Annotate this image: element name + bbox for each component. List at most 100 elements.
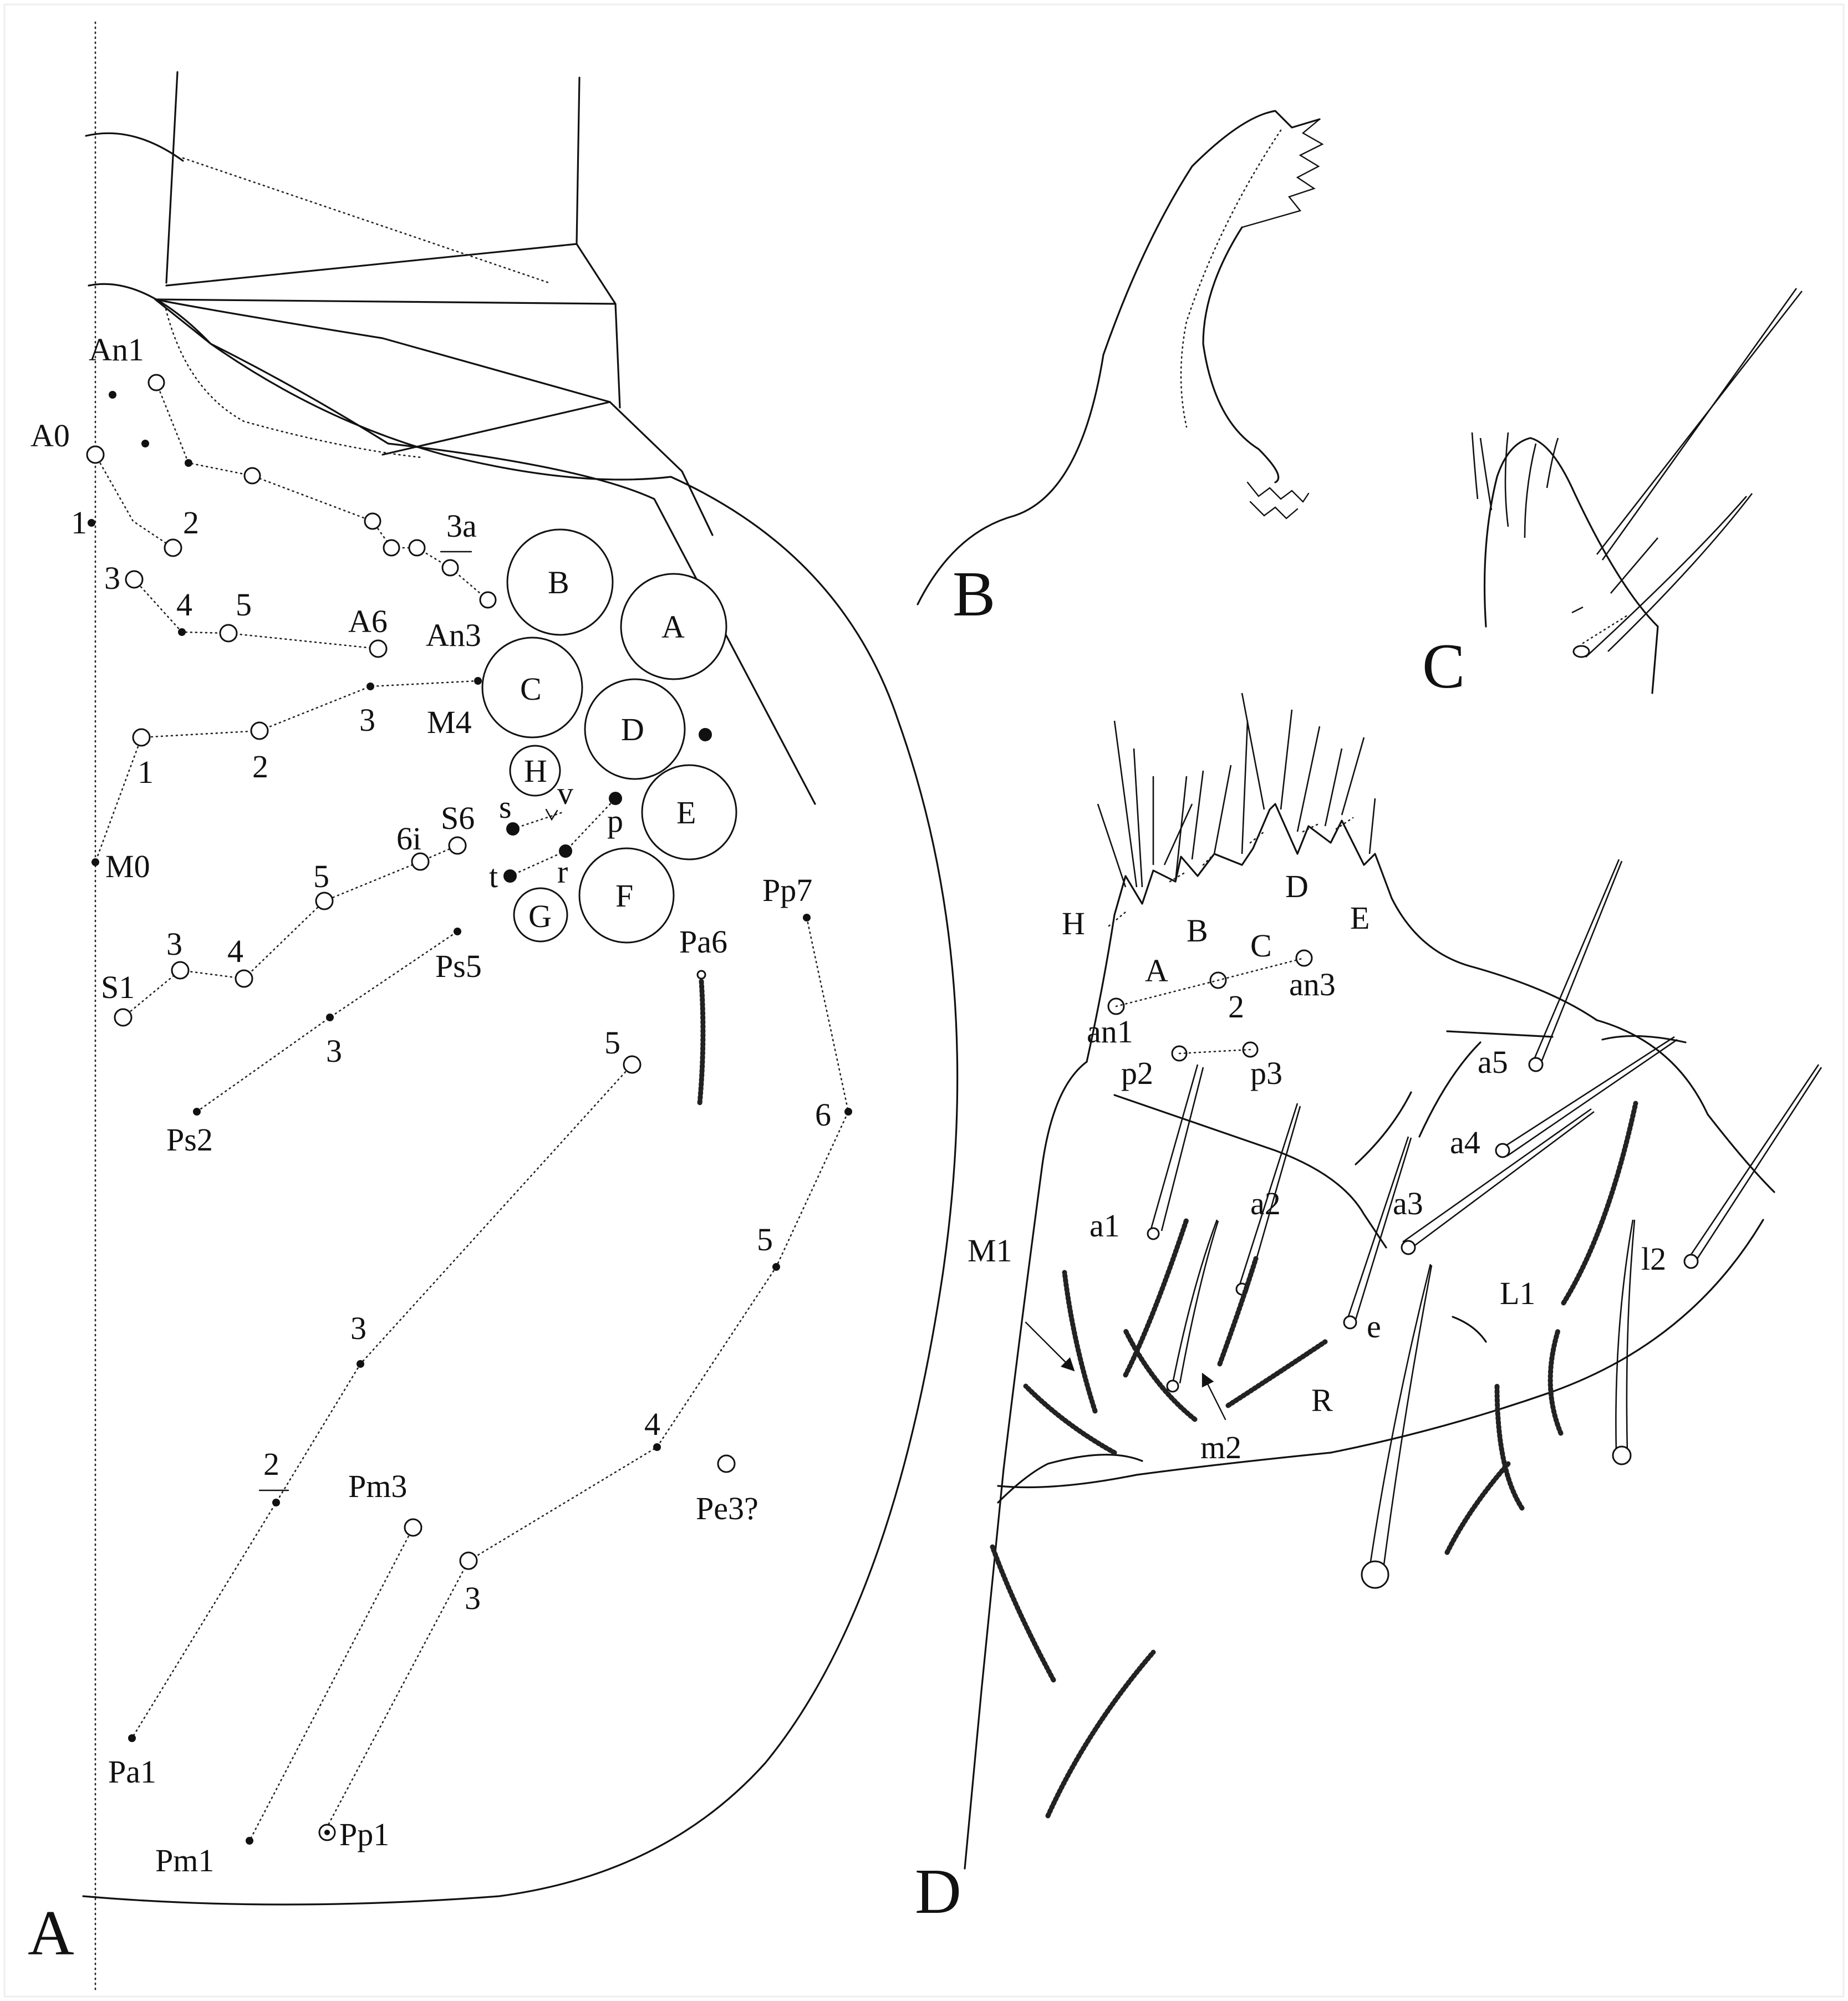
label-pp-4: 4 bbox=[644, 1406, 660, 1442]
label-pa6: Pa6 bbox=[679, 924, 727, 960]
eye-f bbox=[578, 847, 675, 944]
label-s-3: 3 bbox=[166, 926, 182, 962]
label-m2: m2 bbox=[1200, 1429, 1241, 1465]
seta-s bbox=[506, 822, 520, 836]
label-s6: S6 bbox=[441, 800, 475, 836]
label-ps-3: 3 bbox=[326, 1033, 342, 1069]
labels-a: An1 A0 1 2 3 4 5 A6 3a An3 M4 3 2 1 M0 S… bbox=[28, 332, 831, 1969]
seta-ring bbox=[243, 467, 261, 485]
seta-pp5 bbox=[772, 1263, 780, 1271]
label-pp-6: 6 bbox=[815, 1097, 831, 1133]
seta-m4 bbox=[474, 677, 482, 685]
seta-an3-d bbox=[1295, 949, 1313, 967]
seta-a1 bbox=[88, 519, 95, 527]
label-s1: S1 bbox=[101, 969, 135, 1005]
label-pp-3: 3 bbox=[465, 1580, 481, 1616]
eye-a bbox=[620, 573, 727, 680]
label-a5: a5 bbox=[1478, 1044, 1508, 1080]
panel-b-mandible: B bbox=[917, 110, 1324, 630]
seta-pa6 bbox=[696, 970, 706, 980]
label-s: s bbox=[499, 789, 512, 825]
label-r-d: R bbox=[1311, 1382, 1333, 1418]
seta-eye-dot bbox=[699, 728, 712, 741]
eye-g bbox=[513, 887, 568, 943]
seta-r bbox=[559, 844, 572, 858]
seta-pp1-core bbox=[324, 1830, 330, 1835]
label-d-h: H bbox=[1062, 905, 1085, 941]
label-d-a: A bbox=[1145, 953, 1168, 989]
label-m-3: 3 bbox=[359, 702, 375, 738]
seta-p bbox=[609, 792, 622, 805]
seta-a2 bbox=[164, 538, 182, 557]
eye-c bbox=[481, 637, 583, 739]
seta-s6i bbox=[411, 852, 430, 871]
label-a1: a1 bbox=[1090, 1208, 1120, 1244]
label-e-d: e bbox=[1367, 1308, 1381, 1345]
seta-pa1 bbox=[128, 1734, 136, 1742]
label-an1-d: an1 bbox=[1087, 1014, 1133, 1050]
eye-d bbox=[584, 678, 686, 780]
seta-dot bbox=[185, 459, 192, 467]
figure-border bbox=[3, 3, 1845, 1998]
label-a2: a2 bbox=[1250, 1185, 1281, 1221]
seta-s3 bbox=[171, 961, 190, 980]
eye-label-g: G bbox=[528, 898, 552, 934]
seta-s1 bbox=[114, 1008, 133, 1027]
seta-a6 bbox=[369, 639, 388, 658]
setae-a bbox=[86, 374, 852, 1845]
seta-pm1 bbox=[246, 1837, 253, 1845]
label-pp1: Pp1 bbox=[339, 1816, 389, 1852]
seta-v bbox=[545, 808, 558, 821]
label-pa-3: 3 bbox=[350, 1310, 366, 1346]
seta-pp6 bbox=[844, 1108, 852, 1116]
chaetotaxy-lines-a bbox=[94, 381, 849, 1842]
label-m4: M4 bbox=[427, 704, 472, 740]
label-pm3: Pm3 bbox=[348, 1468, 407, 1504]
seta-pa5 bbox=[623, 1055, 642, 1074]
label-pp7: Pp7 bbox=[762, 872, 812, 908]
label-s-4: 4 bbox=[227, 933, 243, 969]
eye-label-e: E bbox=[676, 795, 696, 831]
seta-dot bbox=[141, 440, 149, 447]
seta-s5 bbox=[315, 892, 334, 910]
seta-a0 bbox=[86, 445, 105, 464]
seta-ring bbox=[364, 512, 381, 530]
label-an3: An3 bbox=[426, 617, 481, 653]
label-a6: A6 bbox=[348, 603, 388, 639]
labels-d: H A B C D E an1 2 an3 p2 p3 a1 a2 a3 a4 … bbox=[915, 868, 1666, 1927]
panel-label-d: D bbox=[915, 1856, 961, 1927]
seta-pa3 bbox=[357, 1360, 364, 1368]
label-3a: 3a bbox=[446, 508, 477, 544]
label-v: v bbox=[557, 775, 573, 811]
label-a-4: 4 bbox=[176, 587, 192, 623]
label-pm1: Pm1 bbox=[155, 1842, 214, 1878]
seta-pa6-plumose bbox=[697, 979, 706, 1106]
label-r: r bbox=[557, 854, 568, 890]
seta-s4 bbox=[235, 969, 253, 988]
panel-c-appendage: C bbox=[1422, 288, 1803, 702]
label-a-3: 3 bbox=[104, 560, 120, 596]
label-pp-5: 5 bbox=[757, 1221, 773, 1257]
seta-ps5 bbox=[454, 928, 461, 935]
label-d-d: D bbox=[1285, 868, 1309, 904]
seta-a3 bbox=[125, 570, 144, 589]
label-pa1: Pa1 bbox=[108, 1754, 156, 1790]
label-ps2: Ps2 bbox=[166, 1122, 213, 1158]
label-ps5: Ps5 bbox=[435, 948, 482, 984]
seta-ps3 bbox=[326, 1014, 334, 1021]
seta-pe3 bbox=[717, 1454, 736, 1473]
seta-ps2 bbox=[193, 1108, 201, 1116]
label-m-1: 1 bbox=[138, 754, 154, 790]
label-a0: A0 bbox=[30, 417, 70, 454]
panel-a-head-capsule bbox=[82, 21, 959, 1992]
label-t: t bbox=[489, 858, 498, 894]
eye-label-b: B bbox=[548, 564, 569, 600]
eye-label-d: D bbox=[621, 711, 644, 747]
panel-d-labium bbox=[964, 693, 1822, 1870]
panel-label-a: A bbox=[28, 1898, 74, 1969]
panel-label-b: B bbox=[953, 559, 995, 630]
label-6i: 6i bbox=[396, 821, 421, 857]
seta-ring bbox=[408, 539, 426, 557]
seta-m0 bbox=[91, 858, 99, 866]
